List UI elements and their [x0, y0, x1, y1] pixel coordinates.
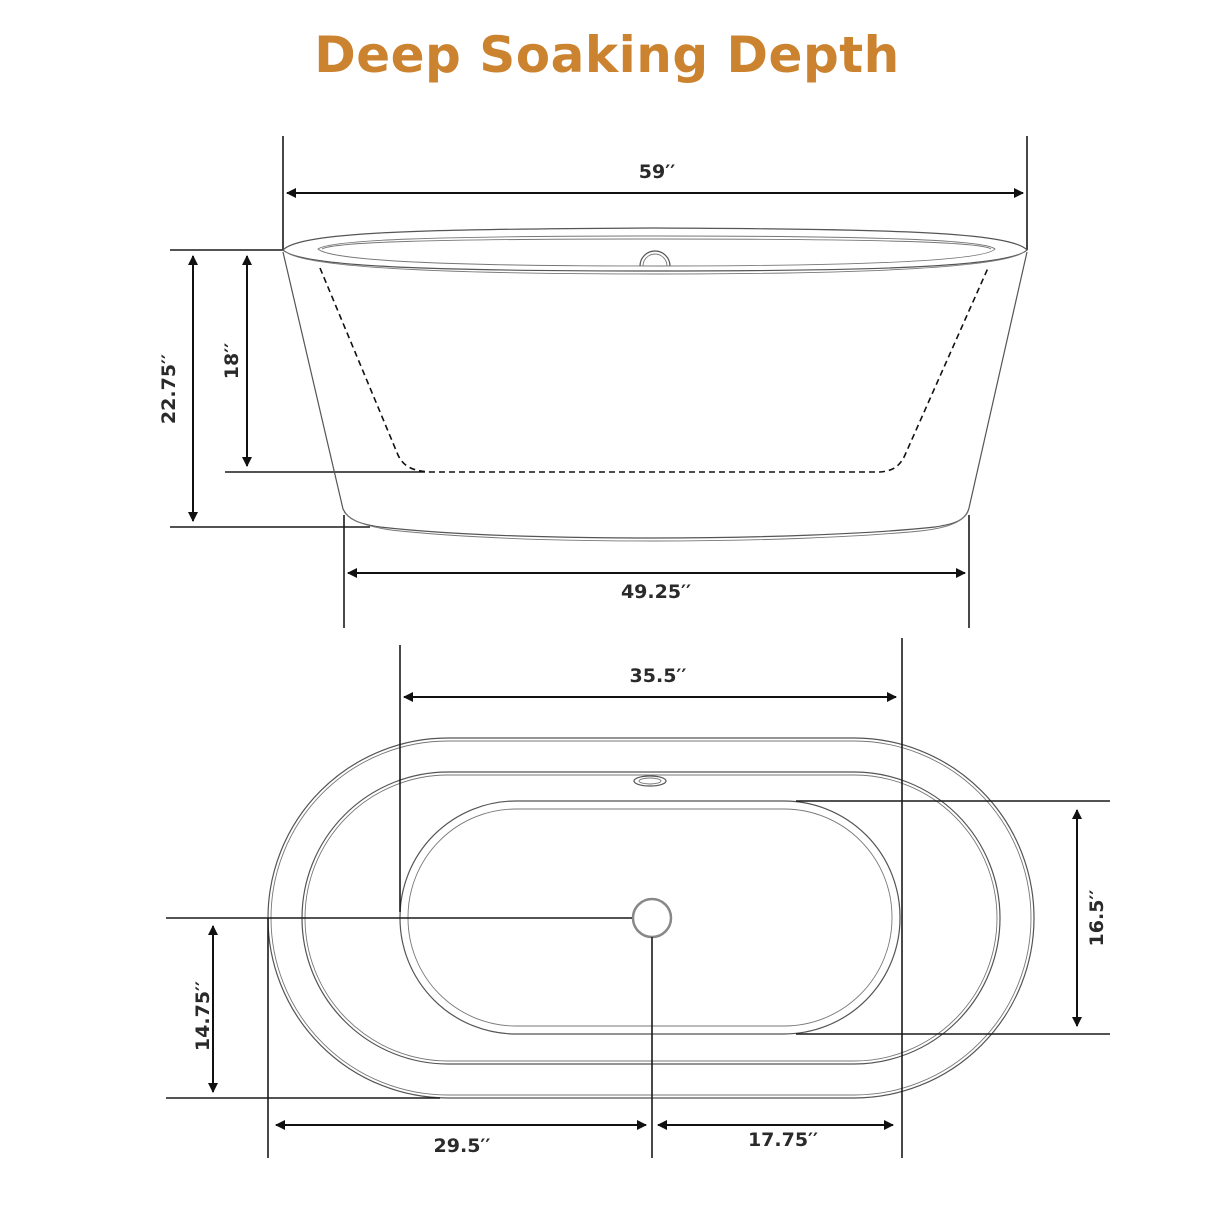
- side-view: 59′′ 22.75′′ 18′′ 49.25′′: [158, 136, 1028, 628]
- interior-length-label: 35.5′′: [630, 665, 687, 687]
- drain-icon: [631, 897, 673, 939]
- overflow-top-inner: [638, 777, 662, 785]
- drain-to-edge-label: 14.75′′: [192, 981, 214, 1051]
- overall-height-label: 22.75′′: [158, 354, 180, 424]
- overflow-top-icon: [633, 775, 667, 787]
- drain-to-right-label: 17.75′′: [748, 1129, 818, 1151]
- overflow-inner: [642, 253, 668, 267]
- overflow-icon: [639, 250, 671, 267]
- water-level-dashed-outline: [319, 267, 989, 473]
- tub-rim-outer: [282, 227, 1028, 272]
- page-title: Deep Soaking Depth: [314, 26, 900, 84]
- top-view: 35.5′′ 16.5′′ 14.75′′ 29.5′′ 17.75′′: [166, 638, 1110, 1158]
- bottom-length-label: 49.25′′: [621, 581, 691, 603]
- drain-to-left-label: 29.5′′: [434, 1135, 491, 1157]
- tub-base-lip: [343, 511, 969, 542]
- tub-body: [282, 251, 1028, 539]
- water-depth-label: 18′′: [221, 343, 243, 379]
- interior-width-label: 16.5′′: [1086, 890, 1108, 947]
- overall-length-label: 59′′: [639, 161, 675, 183]
- tub-rim-inner: [317, 235, 996, 267]
- tub-rim-lip: [285, 251, 1025, 275]
- tub-rim-inner-2: [321, 238, 992, 250]
